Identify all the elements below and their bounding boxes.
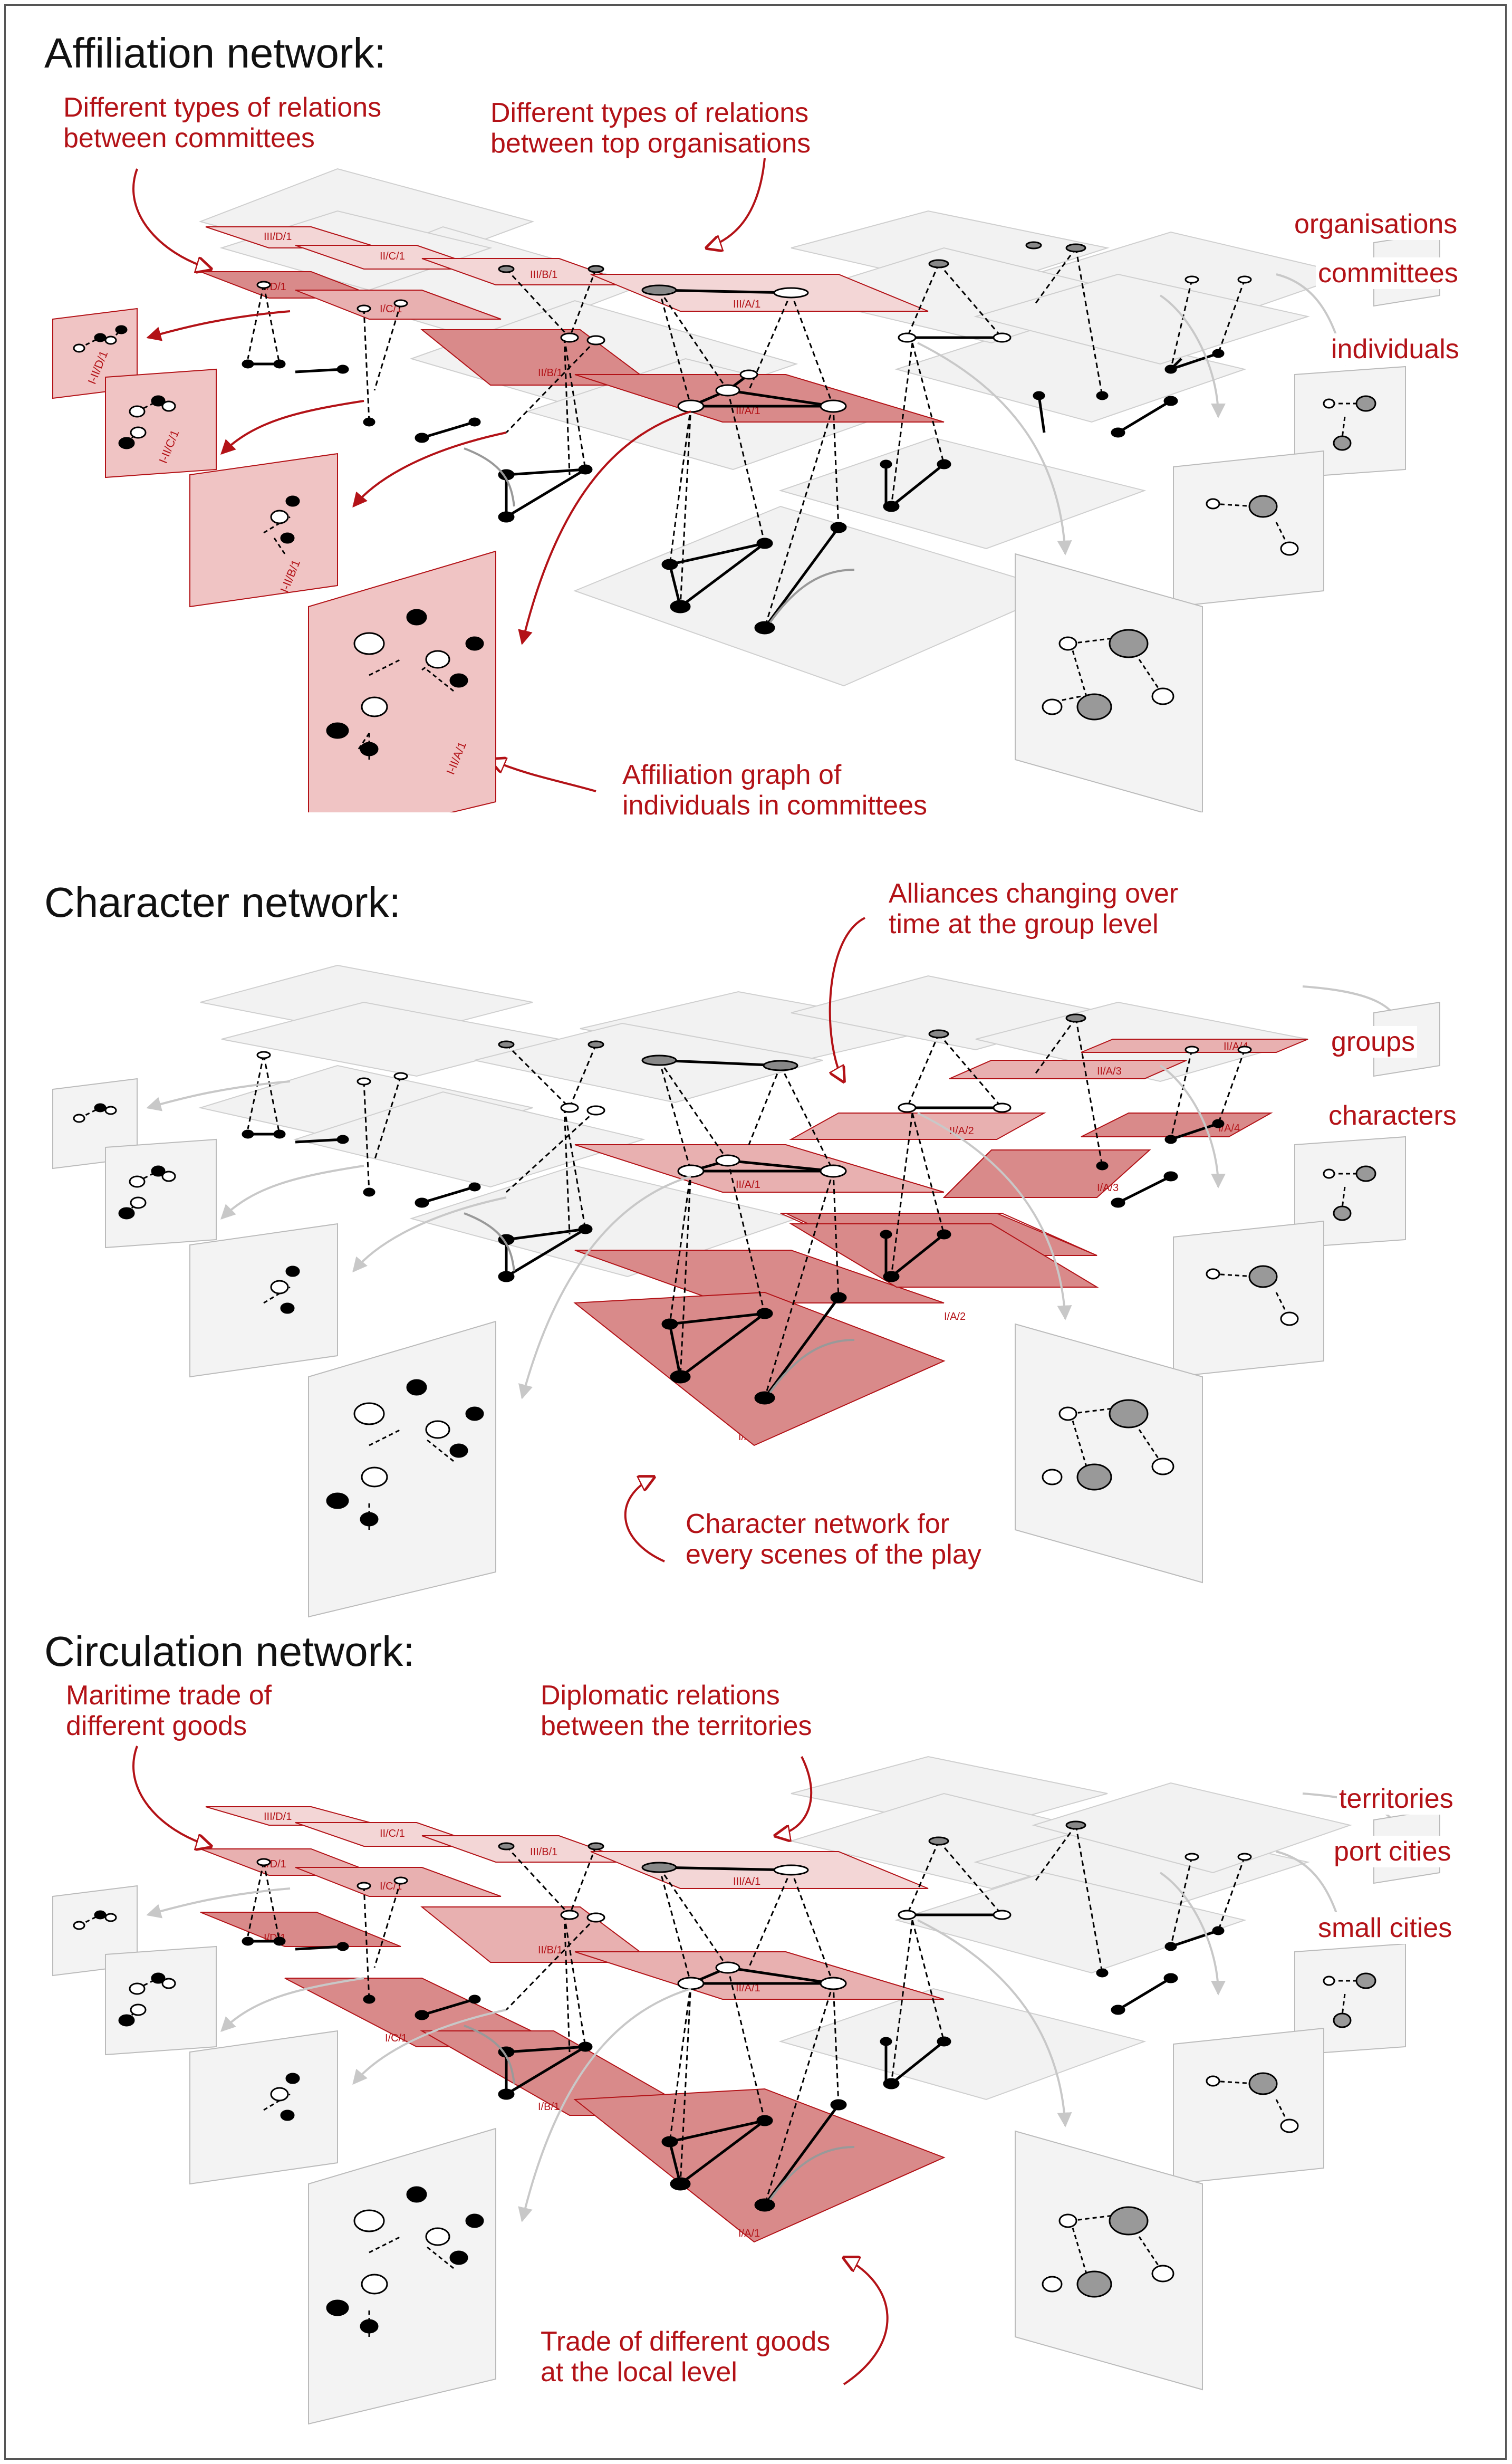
layer-label: II/A/3 <box>1097 1066 1122 1077</box>
annotation: Different types of relations between top… <box>490 98 811 159</box>
network-nodes <box>242 1820 1252 2212</box>
layer-label: III/A/1 <box>733 299 760 310</box>
circulation-network-panel: III/D/1 II/C/1 III/B/1 II/D/1 I/C/1 III/… <box>0 1625 1512 2437</box>
connector-arrows <box>132 158 1408 792</box>
right-panel-graphs <box>1042 1972 1376 2298</box>
network-edges <box>247 1018 1246 1399</box>
level-label: territories <box>1337 1783 1456 1815</box>
layer-label: II/B/1 <box>538 1944 563 1956</box>
level-label: groups <box>1329 1026 1417 1058</box>
level-label: committees <box>1316 257 1460 289</box>
layer-label: III/A/1 <box>733 1876 760 1887</box>
annotation: Affiliation graph of individuals in comm… <box>622 760 928 821</box>
level-label: characters <box>1326 1100 1459 1132</box>
level-label: small cities <box>1316 1912 1455 1944</box>
layer-label: II/C/1 <box>380 251 405 262</box>
panel-title: Circulation network: <box>44 1628 415 1675</box>
character-network-panel: II/A/4 II/A/3 I/A/4 II/A/2 I/A/3 II/A/1 … <box>0 812 1512 1625</box>
annotation: Trade of different goods at the local le… <box>541 2326 831 2388</box>
network-edges <box>247 1825 1246 2206</box>
panel-title: Affiliation network: <box>44 30 386 76</box>
layer-label: II/A/1 <box>736 1179 760 1191</box>
left-projection-panels <box>52 308 496 812</box>
layer-label: II/C/1 <box>380 1828 405 1839</box>
annotation: Alliances changing over time at the grou… <box>889 878 1179 939</box>
annotation: Maritime trade of different goods <box>66 1680 272 1741</box>
left-panel-graphs <box>73 325 484 760</box>
right-projection-panels <box>1015 1001 1440 1584</box>
character-network-diagram: II/A/4 II/A/3 I/A/4 II/A/2 I/A/3 II/A/1 … <box>52 917 1440 1618</box>
layer-label: I/A/2 <box>944 1311 966 1322</box>
layer-label: II/A/1 <box>736 1982 760 1994</box>
left-panel-graphs <box>73 1103 484 1530</box>
connector-arrows <box>146 917 1408 1562</box>
annotation: Different types of relations between com… <box>63 92 382 154</box>
left-panel-graphs <box>73 1910 484 2337</box>
layer-label: I/B/1 <box>538 2101 560 2113</box>
layer-label: II/B/1 <box>538 367 563 379</box>
layer-label: III/D/1 <box>264 1811 292 1823</box>
layer-label: III/B/1 <box>530 269 557 281</box>
background-layers <box>778 1756 1352 2101</box>
level-label: organisations <box>1292 208 1460 240</box>
layer-label: II/A/1 <box>736 405 760 417</box>
network-nodes <box>242 1013 1252 1405</box>
red-layers <box>200 1806 946 2243</box>
affiliation-network-diagram: III/D/1 II/C/1 III/B/1 II/D/1 I/C/1 III/… <box>52 158 1440 812</box>
layer-label: II/A/2 <box>949 1125 974 1137</box>
left-projection-panels <box>52 1885 496 2425</box>
circulation-network-diagram: III/D/1 II/C/1 III/B/1 II/D/1 I/C/1 III/… <box>52 1746 1440 2425</box>
annotation: Character network for every scenes of th… <box>686 1509 981 1570</box>
right-projection-panels <box>1015 1808 1440 2391</box>
layer-label: I/C/1 <box>385 2032 407 2044</box>
annotation: Diplomatic relations between the territo… <box>541 1680 812 1741</box>
level-label: individuals <box>1329 333 1461 365</box>
red-layers-lower <box>573 1213 1099 1446</box>
layer-label: I/A/1 <box>738 2228 760 2239</box>
network-nodes <box>242 241 1252 635</box>
layer-label: III/B/1 <box>530 1846 557 1858</box>
layer-label: III/D/1 <box>264 231 292 243</box>
right-panel-graphs <box>1042 395 1376 721</box>
connector-arrows <box>132 1746 1408 2385</box>
right-projection-panels <box>1015 231 1440 812</box>
affiliation-network-panel: III/D/1 II/C/1 III/B/1 II/D/1 I/C/1 III/… <box>0 0 1512 821</box>
right-panel-graphs <box>1042 1165 1376 1491</box>
level-label: port cities <box>1332 1836 1453 1867</box>
layer-label: I/A/3 <box>1097 1182 1119 1194</box>
left-projection-panels <box>52 1078 496 1618</box>
panel-title: Character network: <box>44 879 401 926</box>
